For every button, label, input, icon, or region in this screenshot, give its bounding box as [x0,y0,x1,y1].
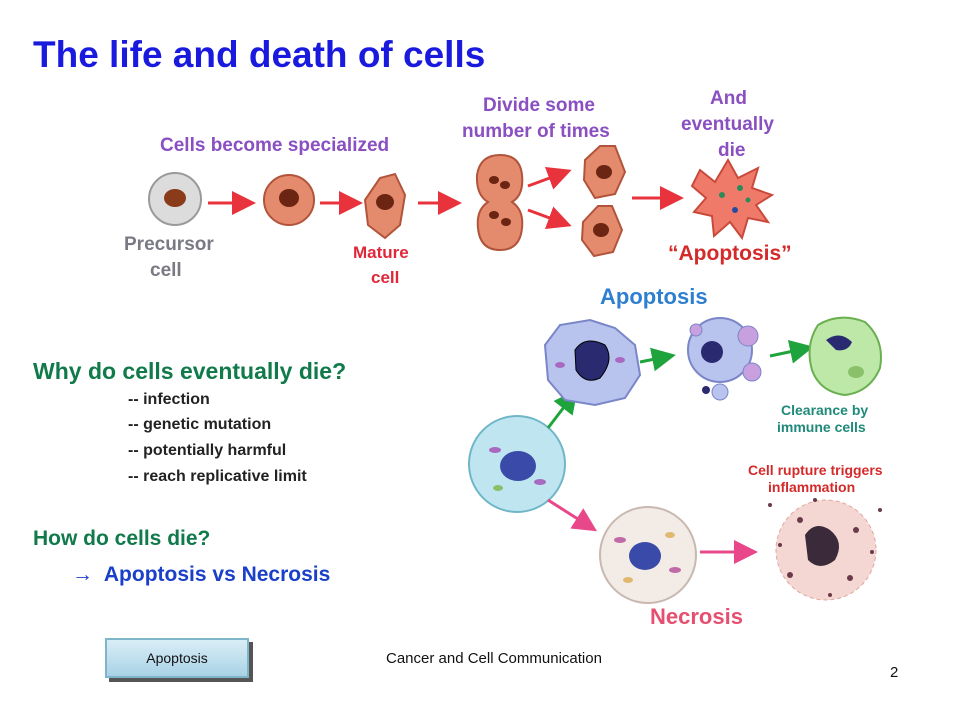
precursor-label-2: cell [150,260,182,281]
arrow-4a [527,166,572,190]
how-question: How do cells die? [33,527,211,550]
mature-label: Mature [353,243,409,262]
die-label-2: eventually [681,114,774,135]
answer-text: Apoptosis vs Necrosis [103,563,331,586]
precursor-label: Precursor [124,234,214,255]
apoptotic-cell [690,157,775,241]
reason-item: -- potentially harmful [128,442,287,459]
mature-cell [363,172,407,240]
swelling-cell [599,506,697,604]
die-label: And [710,88,747,109]
arrow-to-clearance [769,339,814,364]
apoptotic-bodies [687,317,762,401]
why-question: Why do cells eventually die? [33,358,347,384]
footer-text: Cancer and Cell Communication [386,650,602,667]
rupture-label: Cell rupture triggers [748,462,883,478]
mature-label-2: cell [371,268,400,287]
rupture-label-2: inflammation [768,479,856,495]
reason-item: -- genetic mutation [128,416,272,433]
apoptosis-button[interactable]: Apoptosis [105,638,249,678]
dividing-cell [475,153,524,252]
arrow-right-icon: → [72,563,93,586]
arrow-to-fragments [639,347,676,372]
daughter-cell-2 [580,205,624,258]
precursor-cell [148,172,202,226]
reason-item: -- infection [128,391,210,408]
shrinking-cell [543,318,642,407]
daughter-cell-1 [582,145,627,200]
arrow-4b [527,206,572,230]
healthy-cell [468,415,566,513]
apoptosis-quote-label: “Apoptosis” [668,242,792,265]
specialized-label: Cells become specialized [160,135,390,156]
answer-line: → Apoptosis vs Necrosis [72,563,330,587]
arrow-to-necrosis [547,498,598,532]
ruptured-cell [768,498,882,601]
divide-label: Divide some [483,95,595,116]
clearance-label: Clearance by [781,402,869,418]
reason-item: -- reach replicative limit [128,468,307,485]
die-label-3: die [718,140,746,161]
page-title: The life and death of cells [33,34,486,75]
divide-label-2: number of times [462,121,610,142]
page-number: 2 [890,664,899,681]
differentiating-cell [263,174,315,226]
necrosis-heading: Necrosis [650,604,743,629]
immune-cell [808,316,882,397]
apoptosis-heading: Apoptosis [600,284,708,309]
clearance-label-2: immune cells [777,419,866,435]
